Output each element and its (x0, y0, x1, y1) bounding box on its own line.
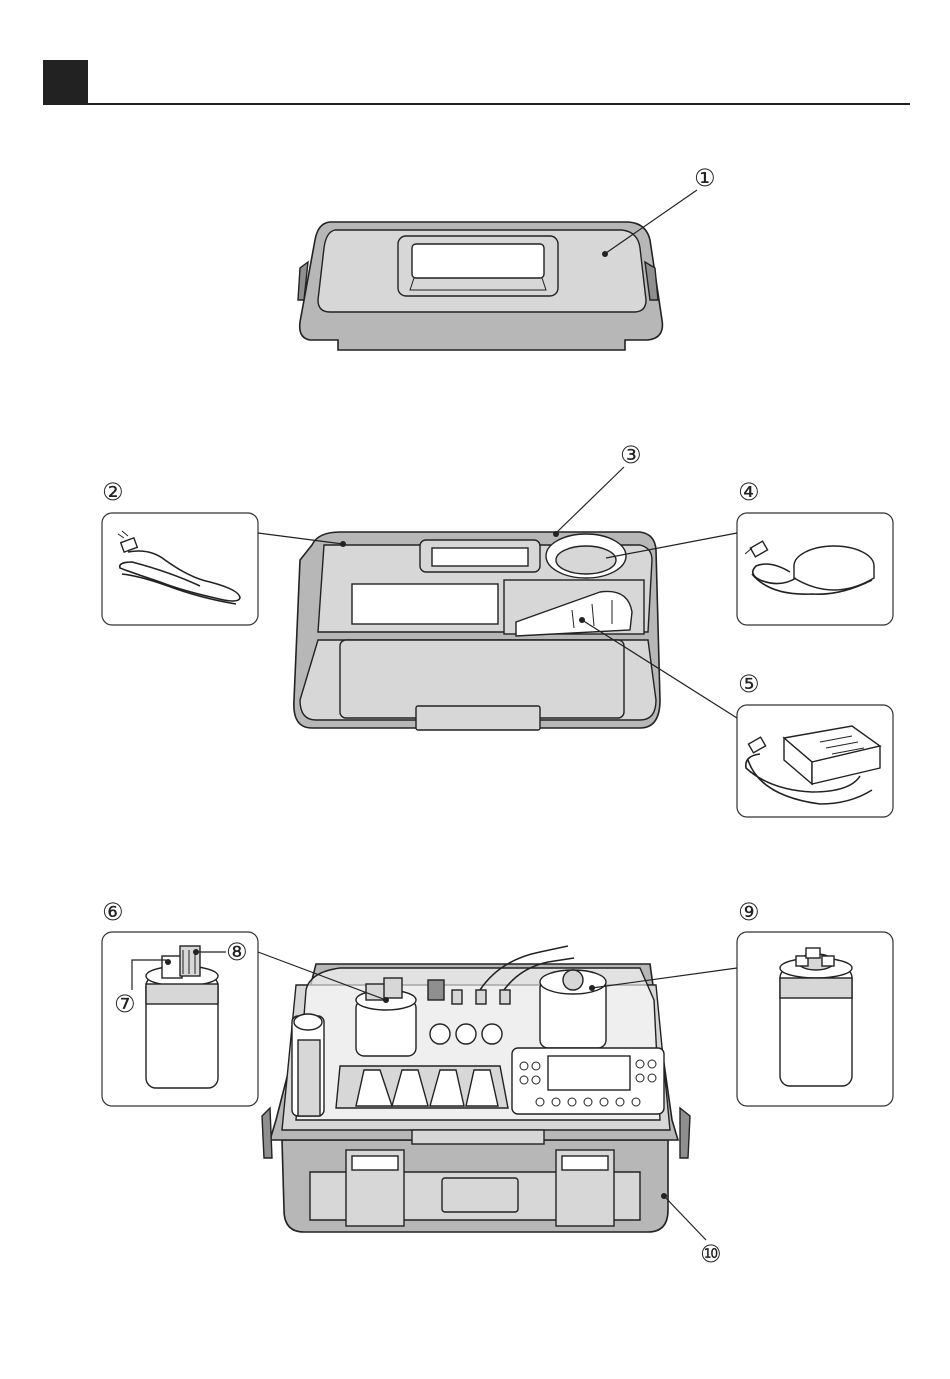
pedal-foot-switch-box (737, 705, 893, 817)
round-foot-switch-box (737, 513, 893, 625)
callout-10: ⑩ (664, 1196, 722, 1268)
callout-8-label: ⑧ (226, 938, 248, 966)
power-cord-box (102, 513, 258, 625)
lid-illustration (298, 222, 662, 350)
callout-6-label: ⑥ (102, 898, 124, 926)
bottle-9-box (737, 932, 893, 1106)
main-unit-illustration (262, 946, 690, 1232)
callout-6: ⑥ (102, 898, 124, 926)
callout-7-label: ⑦ (114, 990, 136, 1018)
section-marker (43, 60, 88, 105)
callout-10-label: ⑩ (700, 1240, 722, 1268)
callout-3: ③ (556, 441, 642, 533)
callout-9-label: ⑨ (738, 898, 760, 926)
callout-3-label: ③ (620, 441, 642, 469)
callout-4-label: ④ (738, 478, 760, 506)
callout-1-label: ① (694, 164, 716, 192)
callout-2-label: ② (102, 478, 124, 506)
callout-5-label: ⑤ (738, 670, 760, 698)
case-with-tray-illustration (294, 531, 660, 730)
page-header (43, 60, 910, 105)
